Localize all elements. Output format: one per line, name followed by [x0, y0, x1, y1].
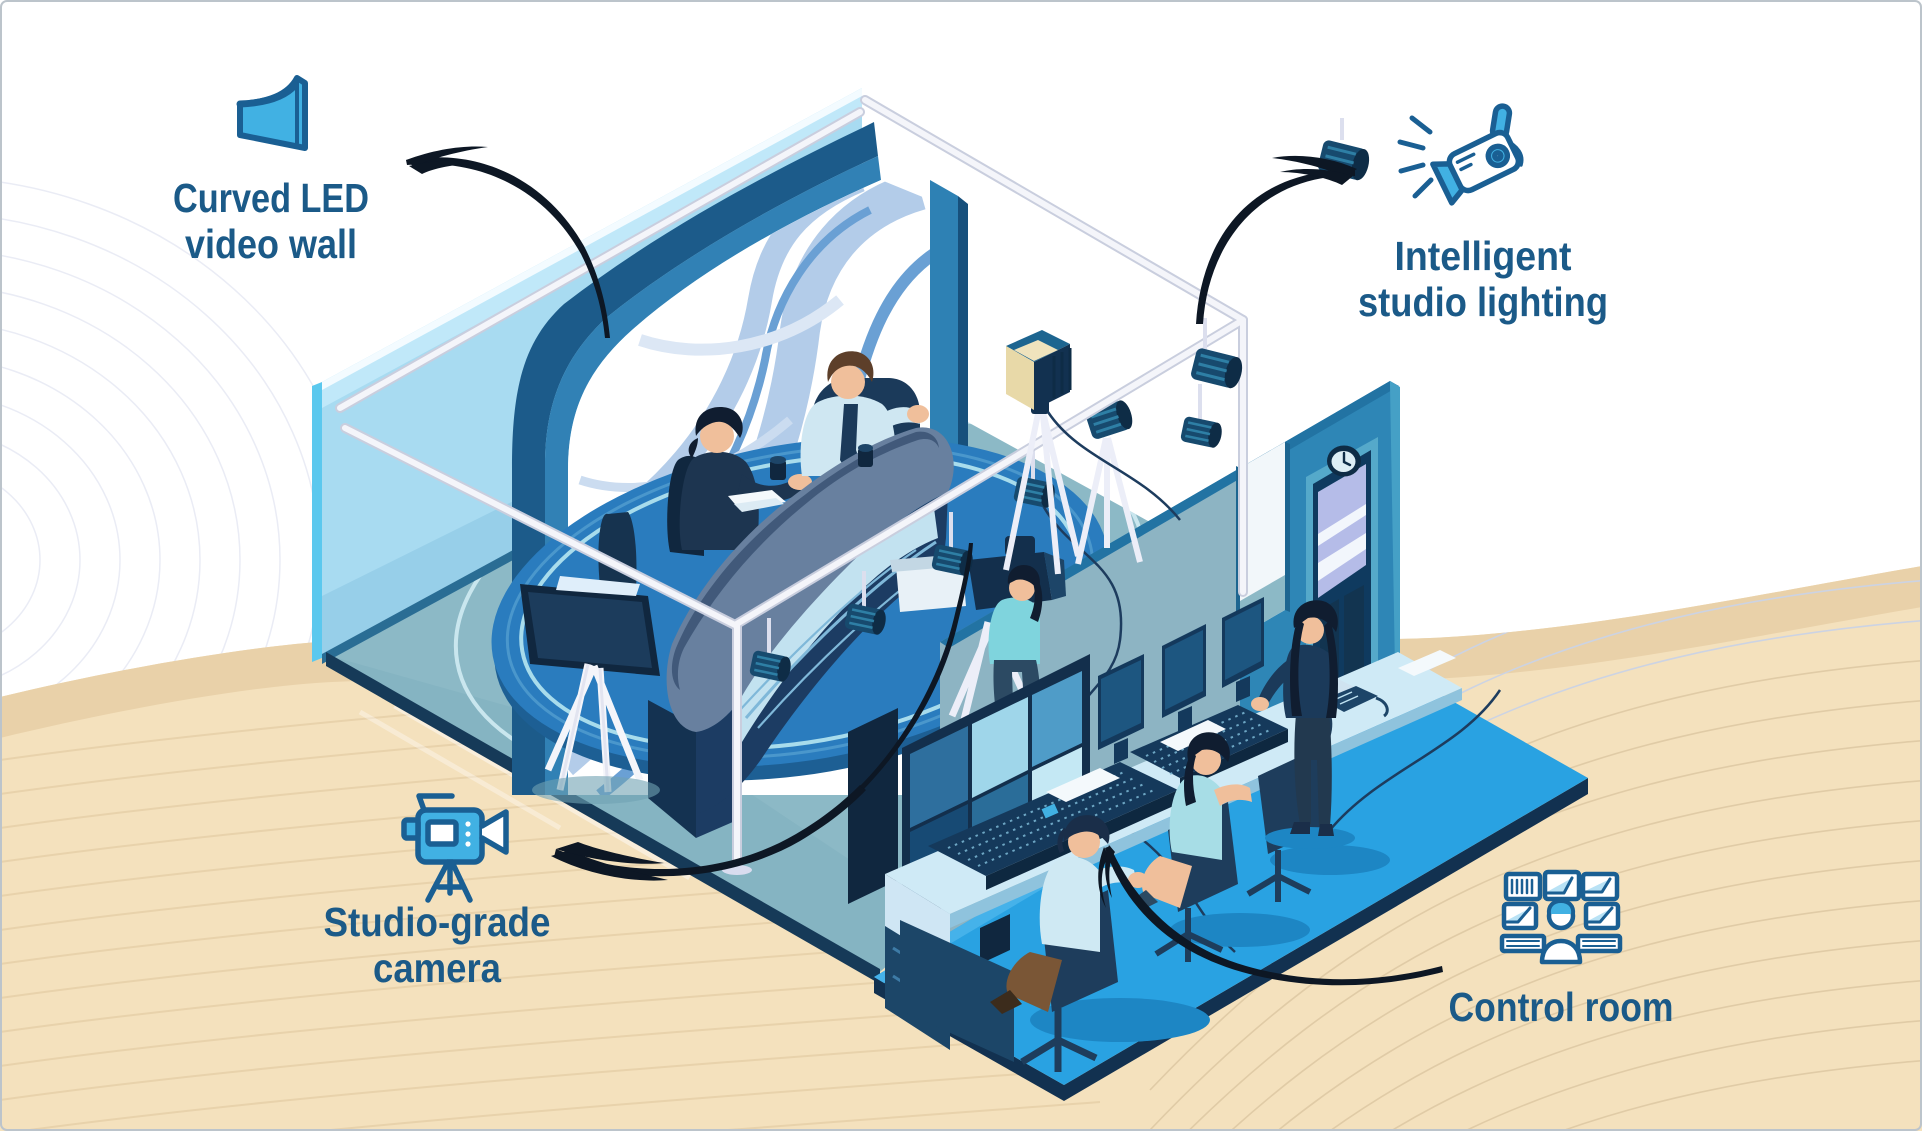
svg-text:camera: camera	[373, 945, 502, 991]
svg-text:Control room: Control room	[1449, 984, 1674, 1030]
svg-text:studio lighting: studio lighting	[1358, 279, 1608, 325]
svg-text:video wall: video wall	[185, 221, 357, 267]
svg-text:Curved LED: Curved LED	[173, 175, 369, 221]
svg-text:Intelligent: Intelligent	[1395, 233, 1572, 279]
svg-text:Studio-grade: Studio-grade	[324, 899, 551, 945]
